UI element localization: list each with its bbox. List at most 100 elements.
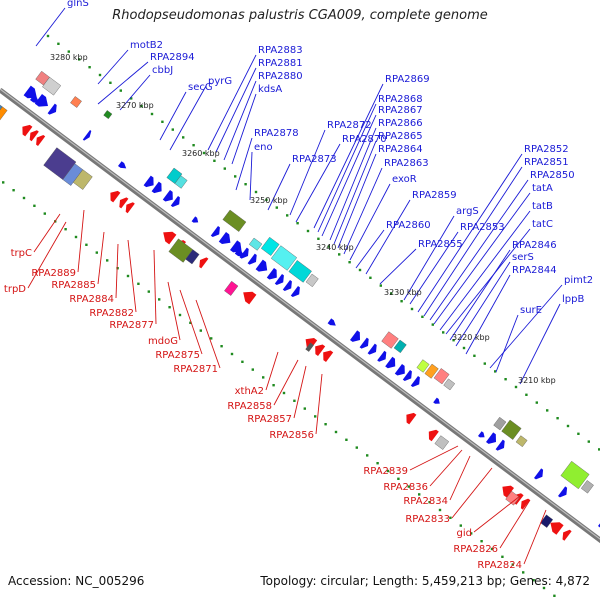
kbp-label: 3240 kbp xyxy=(316,243,354,252)
reverse-gene-arrow xyxy=(315,344,326,356)
feature-block xyxy=(222,209,247,232)
tick-mark-lower xyxy=(95,251,98,254)
forward-gene-label: RPA2869 xyxy=(385,74,430,85)
tick-mark-lower xyxy=(85,243,88,246)
forward-gene-arrow xyxy=(282,280,292,291)
forward-gene-arrow xyxy=(255,259,268,272)
forward-gene-label: RPA2883 xyxy=(258,45,303,56)
feature-block xyxy=(288,260,312,283)
forward-gene-arrow xyxy=(367,343,377,355)
leader-line xyxy=(313,83,384,229)
feature-block xyxy=(168,238,194,263)
forward-gene-label: RPA2881 xyxy=(258,58,303,69)
tick-mark-lower xyxy=(116,267,119,270)
reverse-gene-label: xthA2 xyxy=(235,386,264,397)
forward-gene-label: RPA2872 xyxy=(327,120,372,131)
leader-line xyxy=(215,67,257,153)
forward-gene-arrow xyxy=(266,268,277,280)
forward-gene-arrow xyxy=(402,370,412,381)
tick-mark-upper xyxy=(369,276,372,279)
kbp-label: 3230 kbp xyxy=(384,288,422,297)
reverse-gene-arrow xyxy=(562,529,572,541)
leader-line xyxy=(523,509,547,565)
leader-line xyxy=(207,54,257,151)
leader-line xyxy=(495,314,519,373)
forward-gene-label: tatB xyxy=(532,201,553,212)
forward-gene-arrow xyxy=(377,350,387,362)
forward-gene-label: RPA2880 xyxy=(258,71,303,82)
forward-gene-arrow xyxy=(558,486,568,498)
forward-gene-label: argS xyxy=(456,206,479,217)
forward-gene-arrow xyxy=(23,85,37,99)
leader-line xyxy=(289,129,326,216)
tick-mark-upper xyxy=(327,245,330,248)
tick-mark-lower xyxy=(386,469,390,473)
forward-gene-label: lppB xyxy=(562,294,584,305)
leader-line xyxy=(409,231,459,305)
forward-gene-arrow xyxy=(34,94,48,107)
reverse-gene-arrow xyxy=(22,124,33,137)
tick-mark-upper xyxy=(566,424,570,428)
reverse-gene-label: RPA2824 xyxy=(477,560,522,571)
tick-mark-upper xyxy=(390,292,393,295)
leader-line xyxy=(179,289,203,355)
leader-line xyxy=(499,499,531,549)
tick-mark-upper xyxy=(317,237,320,240)
forward-gene-label: pyrG xyxy=(208,76,232,87)
tick-mark-lower xyxy=(345,438,348,441)
tick-mark-upper xyxy=(130,97,133,100)
feature-block xyxy=(501,419,522,440)
leader-line xyxy=(169,85,207,151)
forward-gene-arrow xyxy=(359,337,369,349)
tick-mark-lower xyxy=(64,228,67,231)
reverse-gene-label: RPA2834 xyxy=(403,496,448,507)
tick-mark-upper xyxy=(421,315,424,318)
tick-mark-lower xyxy=(511,563,514,566)
tick-mark-lower xyxy=(553,594,556,597)
tick-mark-upper xyxy=(535,401,538,404)
reverse-gene-label: RPA2882 xyxy=(89,308,134,319)
tick-mark-lower xyxy=(230,352,234,356)
tick-mark-upper xyxy=(358,268,362,272)
reverse-gene-label: RPA2871 xyxy=(173,364,218,375)
forward-gene-arrow xyxy=(290,286,300,297)
forward-gene-arrow xyxy=(218,232,231,244)
forward-gene-label: RPA2846 xyxy=(512,240,557,251)
reverse-gene-label: RPA2826 xyxy=(453,544,498,555)
forward-gene-label: RPA2867 xyxy=(378,105,423,116)
forward-gene-arrow xyxy=(143,175,154,188)
reverse-gene-arrow xyxy=(119,197,129,209)
tick-mark-lower xyxy=(418,493,421,496)
forward-gene-label: RPA2850 xyxy=(530,170,575,181)
forward-gene-arrow xyxy=(327,318,336,326)
tick-mark-lower xyxy=(470,532,473,535)
leader-line xyxy=(423,166,523,317)
leader-line xyxy=(519,303,561,385)
forward-gene-arrow xyxy=(433,397,440,404)
backbone-highlight xyxy=(0,88,600,540)
tick-mark-upper xyxy=(504,378,507,381)
tick-mark-lower xyxy=(178,313,182,317)
tick-mark-lower xyxy=(303,407,306,410)
leader-line xyxy=(97,61,149,105)
tick-mark-lower xyxy=(106,259,109,262)
tick-mark-upper xyxy=(546,409,549,412)
leader-line xyxy=(97,49,129,85)
forward-gene-label: RPA2865 xyxy=(378,131,423,142)
feature-block xyxy=(42,76,62,96)
tick-mark-upper xyxy=(78,58,81,61)
feature-block xyxy=(540,514,554,528)
feature-block xyxy=(260,236,280,256)
tick-mark-upper xyxy=(150,112,154,116)
leader-line xyxy=(417,153,523,313)
reverse-gene-label: RPA2875 xyxy=(155,350,200,361)
feature-block xyxy=(505,490,520,506)
forward-gene-arrow xyxy=(247,253,257,265)
leader-line xyxy=(321,114,377,237)
tick-mark-lower xyxy=(407,485,410,488)
tick-mark-lower xyxy=(33,204,36,207)
tick-mark-upper xyxy=(213,159,216,162)
forward-gene-arrow xyxy=(410,376,420,387)
reverse-gene-label: RPA2836 xyxy=(383,482,428,493)
tick-mark-upper xyxy=(587,440,590,443)
